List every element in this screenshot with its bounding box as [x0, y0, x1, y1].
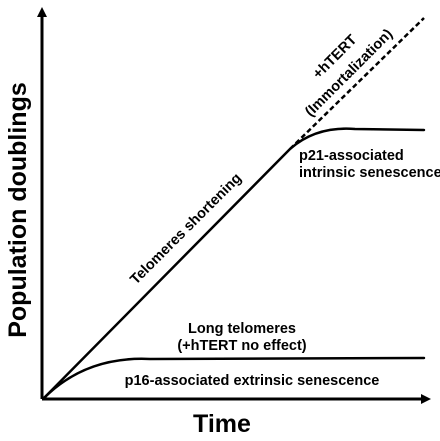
p21-label-line1: p21-associated [299, 148, 404, 164]
x-axis-title: Time [193, 410, 251, 438]
y-axis-title: Population doublings [4, 82, 32, 338]
p16-label: p16-associated extrinsic senescence [125, 373, 380, 389]
long-telomeres-curve [42, 356, 426, 400]
immortalization-dashed-line [289, 17, 425, 150]
p21-label-line2: intrinsic senescence [299, 165, 440, 181]
long-telomeres-label-line2: (+hTERT no effect) [177, 338, 306, 354]
telomeres-shortening-label: Telomeres shortening [127, 170, 245, 288]
long-telomeres-label-line1: Long telomeres [188, 321, 296, 337]
